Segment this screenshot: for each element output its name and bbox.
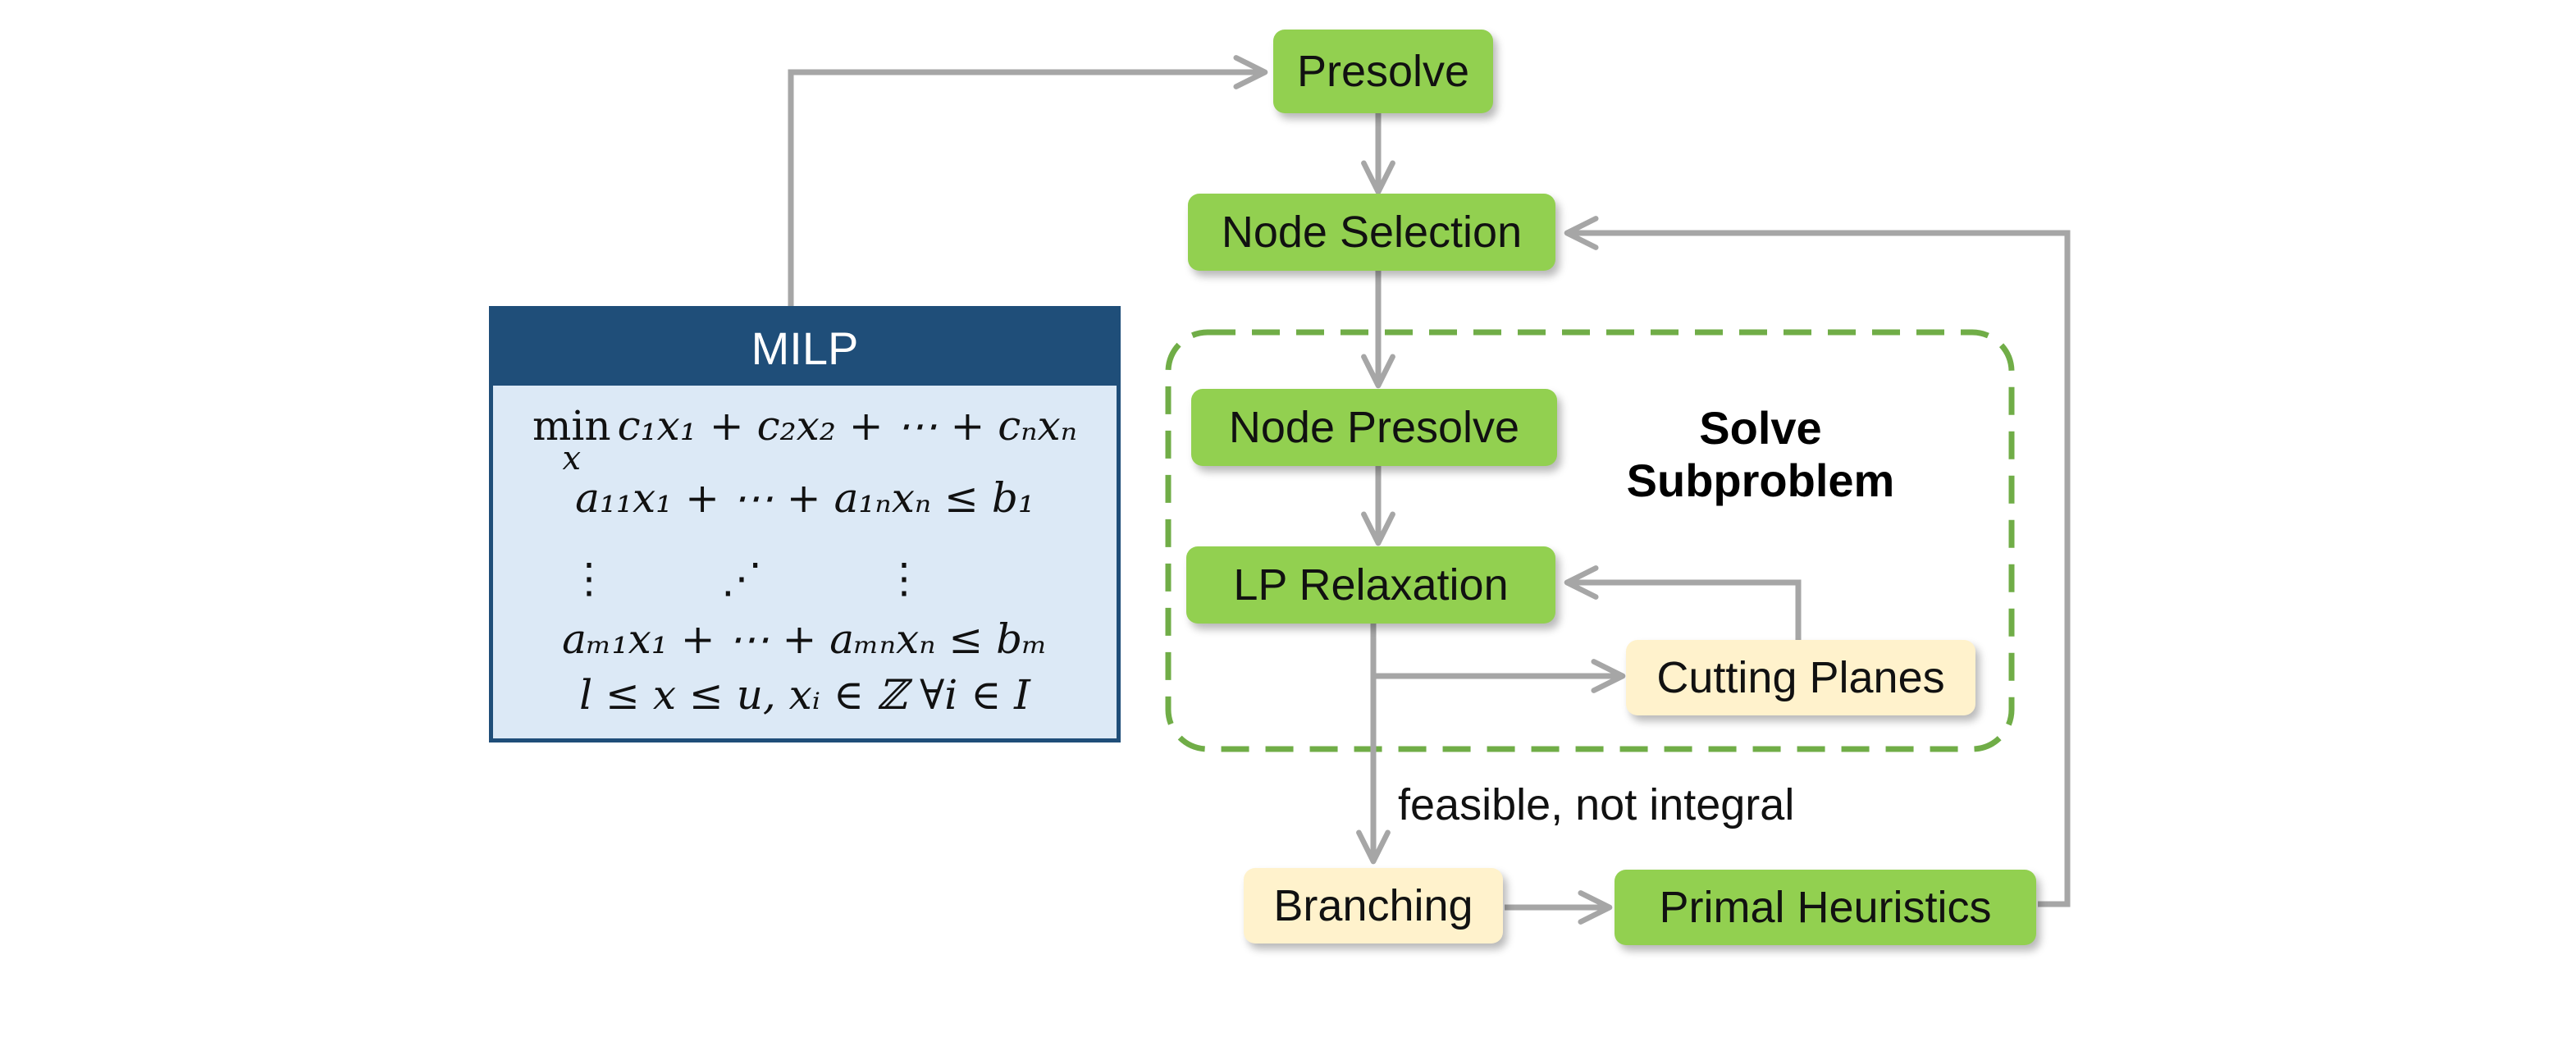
arrow-lp-relaxation-to-cutting-planes [1370,624,1626,693]
milp-bounds: l ≤ x ≤ u, xᵢ ∈ ℤ ∀i ∈ I [579,671,1030,719]
arrow-primal-heuristics-to-node-selection [1564,216,2071,907]
arrow-milp-to-presolve [788,55,1268,306]
arrow-cutting-planes-to-lp-relaxation [1564,565,1802,640]
solve-subproblem-region [1165,329,2015,752]
branching-node: Branching [1244,868,1503,943]
milp-vdots-right: ⋮ [884,555,925,602]
node-selection-node: Node Selection [1188,194,1555,271]
branching-label: Branching [1273,881,1473,930]
solve-subproblem-label: Solve Subproblem [1621,402,1900,507]
lp-relaxation-label: LP Relaxation [1233,560,1509,610]
node-presolve-node: Node Presolve [1191,389,1557,466]
solve-label-line2: Subproblem [1626,455,1895,506]
milp-vdots-left: ⋮ [569,555,610,602]
milp-title: MILP [493,310,1117,386]
solve-label-line1: Solve [1699,402,1822,454]
cutting-planes-label: Cutting Planes [1656,653,1945,702]
milp-constraint-first: a₁₁x₁ + ⋯ + a₁ₙxₙ ≤ b₁ [575,474,1035,522]
primal-heuristics-label: Primal Heuristics [1659,883,1992,932]
primal-heuristics-node: Primal Heuristics [1615,870,2036,945]
presolve-node: Presolve [1273,30,1493,113]
lp-relaxation-node: LP Relaxation [1186,546,1555,624]
milp-ddots-middle: ⋰ [721,555,762,602]
presolve-label: Presolve [1296,47,1470,96]
node-selection-label: Node Selection [1221,208,1523,257]
objective-expression: c₁x₁ + c₂x₂ + ⋯ + cₙxₙ [617,402,1077,450]
cutting-planes-node: Cutting Planes [1626,640,1975,715]
node-presolve-label: Node Presolve [1228,403,1520,452]
feasible-not-integral-label: feasible, not integral [1398,780,1795,829]
min-variable: x [562,440,582,477]
milp-constraint-last: aₘ₁x₁ + ⋯ + aₘₙxₙ ≤ bₘ [562,615,1048,663]
